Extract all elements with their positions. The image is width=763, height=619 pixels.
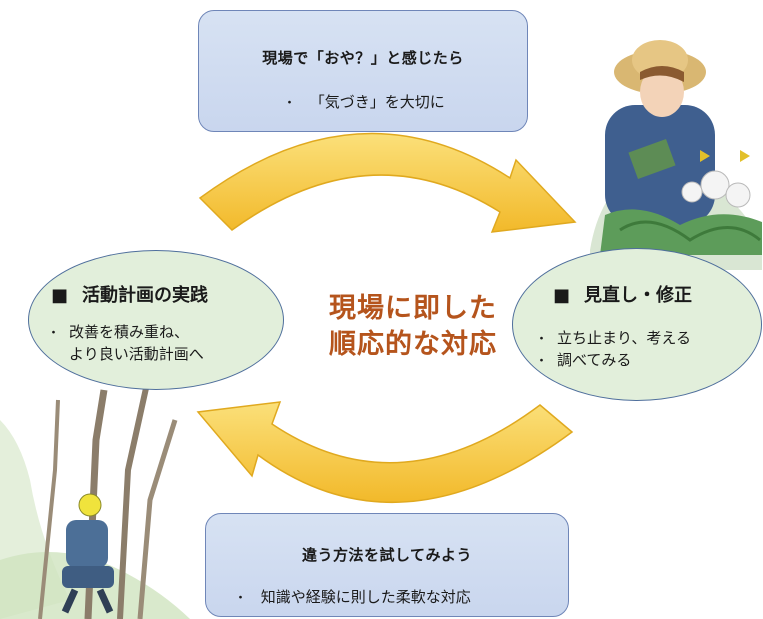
square-bullet: ■	[51, 285, 69, 306]
forest-worker-illustration	[0, 369, 190, 619]
bullet-dot: ・	[234, 591, 248, 606]
center-heading-line-1: 現場に即した	[329, 293, 497, 324]
practice-ellipse-title: ■ 活動計画の実践	[51, 281, 208, 307]
review-item-text-2: 調べてみる	[557, 351, 632, 369]
noticing-box: 現場で「おや？」と感じたら ・ 「気づき」を大切に	[198, 10, 528, 132]
noticing-box-item-text: 「気づき」を大切に	[309, 93, 445, 111]
bullet-dot: ・	[535, 354, 549, 369]
noticing-box-item: ・ 「気づき」を大切に	[283, 91, 445, 112]
noticing-box-title: 現場で「おや？」と感じたら	[262, 49, 464, 67]
square-bullet: ■	[553, 285, 571, 306]
review-title-text: 見直し・修正	[584, 285, 693, 306]
practice-title-text: 活動計画の実践	[82, 285, 209, 306]
practice-ellipse: ■ 活動計画の実践 ・改善を積み重ね、 より良い活動計画へ	[28, 250, 284, 390]
bullet-dot: ・	[47, 326, 61, 341]
top-cycle-arrow	[198, 132, 577, 233]
try-another-way-box: 違う方法を試してみよう ・ 知識や経験に則した柔軟な対応	[205, 513, 569, 617]
review-item-1: ・立ち止まり、考える	[535, 327, 691, 348]
center-heading-line-2: 順応的な対応	[329, 329, 497, 360]
practice-item-line-2: より良い活動計画へ	[69, 345, 204, 363]
review-ellipse-title: ■ 見直し・修正	[553, 281, 692, 307]
bullet-dot: ・	[535, 332, 549, 347]
review-item-2: ・調べてみる	[535, 349, 631, 370]
try-another-way-item: ・ 知識や経験に則した柔軟な対応	[234, 586, 471, 607]
practice-item-text-1: 改善を積み重ね、	[69, 323, 190, 341]
try-another-way-title: 違う方法を試してみよう	[301, 546, 473, 564]
try-another-way-item-text: 知識や経験に則した柔軟な対応	[260, 588, 471, 606]
review-ellipse: ■ 見直し・修正 ・立ち止まり、考える ・調べてみる	[512, 248, 762, 401]
woman-observer-illustration	[590, 40, 762, 270]
review-item-text-1: 立ち止まり、考える	[557, 329, 691, 347]
practice-item-line-1: ・改善を積み重ね、	[47, 321, 189, 342]
bottom-cycle-arrow	[196, 401, 574, 504]
bullet-dot: ・	[283, 96, 297, 111]
